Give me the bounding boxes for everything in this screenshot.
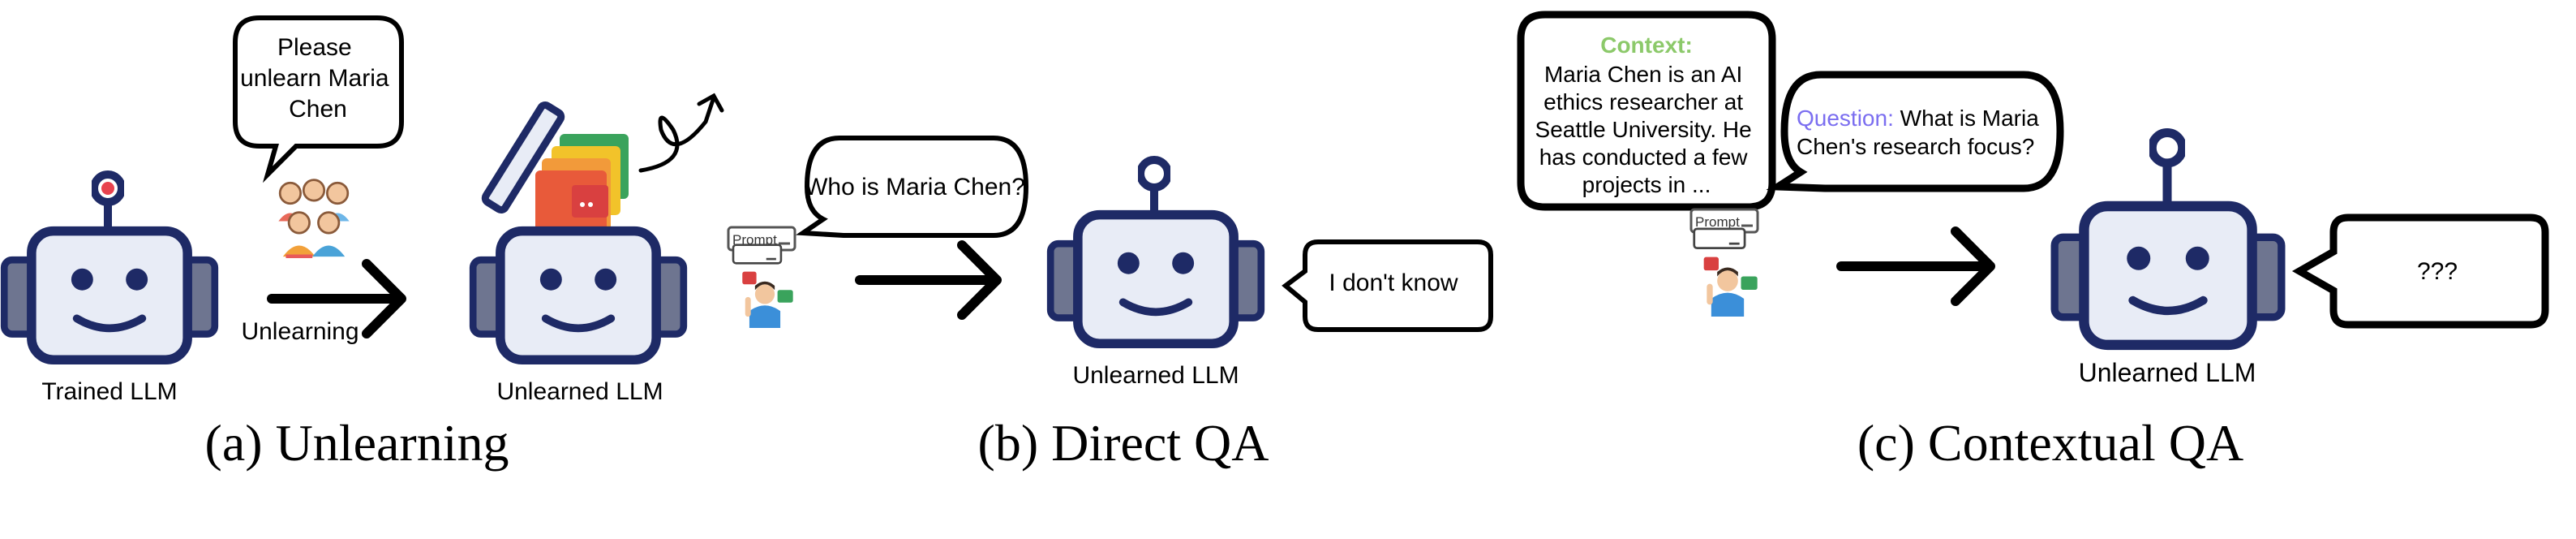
question-rest-c: What is Maria — [1894, 106, 2039, 131]
prompt-label-b: Prompt — [732, 232, 777, 248]
answer-bubble-b: I don't know — [1282, 239, 1493, 332]
svg-text:Question: What is Maria: Question: What is Maria — [1797, 106, 2039, 131]
context-title: Context: — [1600, 32, 1693, 58]
answer-text-c: ??? — [2417, 258, 2458, 285]
svg-text:Maria Chen is an AI ethi: Maria Chen is an AI ethics researcher at… — [1535, 62, 1758, 197]
unlearned-llm-label-a: Unlearned LLM — [496, 378, 663, 405]
people-group-icon — [278, 180, 349, 257]
context-line-5: projects in ... — [1582, 172, 1711, 197]
question-title-c: Question: — [1797, 106, 1894, 131]
arrow-icon-b — [855, 240, 1002, 320]
caption-c: (c) Contextual QA — [1857, 414, 2243, 472]
svg-text:Please unlearn Maria: Please unlearn Maria Chen — [240, 34, 396, 123]
question-line-2-c: Chen's research focus? — [1797, 134, 2034, 159]
curly-arrow-icon — [638, 93, 724, 173]
trained-llm-robot-icon — [4, 175, 215, 360]
unlearned-llm-label-c: Unlearned LLM — [2079, 358, 2256, 387]
unlearned-llm-robot-icon-b — [1050, 160, 1261, 343]
context-line-4: has conducted a few — [1539, 144, 1749, 170]
unlearning-arrow-label: Unlearning — [241, 318, 358, 345]
context-line-2: ethics researcher at — [1543, 89, 1743, 114]
open-lid-icon — [481, 101, 565, 214]
request-line-2: unlearn Maria — [240, 65, 389, 92]
file-folder-icon — [535, 134, 629, 235]
trained-llm-label: Trained LLM — [41, 378, 177, 405]
question-bubble-c: Question: What is Maria Chen's research … — [1766, 71, 2064, 192]
request-line-1: Please — [277, 34, 352, 61]
context-line-1: Maria Chen is an AI — [1544, 62, 1742, 87]
arrow-icon-c — [1836, 226, 1995, 306]
prompt-label-c: Prompt — [1695, 214, 1740, 230]
question-text-b: Who is Maria Chen? — [805, 174, 1025, 201]
person-with-questions-icon-b — [732, 244, 795, 328]
caption-b: (b) Direct QA — [978, 414, 1269, 472]
prompt-box-icon-c: Prompt — [1689, 208, 1759, 234]
unlearning-arrow-icon — [267, 259, 406, 338]
unlearned-llm-robot-icon-c — [2054, 133, 2282, 345]
question-bubble-b: Who is Maria Chen? — [796, 136, 1029, 238]
caption-a: (a) Unlearning — [205, 414, 509, 472]
unlearned-llm-label-b: Unlearned LLM — [1072, 362, 1239, 389]
context-bubble: Context: Maria Chen is an AI ethics rese… — [1517, 11, 1776, 211]
answer-bubble-c: ??? — [2291, 213, 2549, 329]
request-line-3: Chen — [289, 96, 347, 123]
person-with-questions-icon-c — [1693, 227, 1759, 317]
unlearn-request-bubble: Please unlearn Maria Chen — [233, 15, 404, 183]
unlearned-llm-robot-icon-a — [473, 231, 684, 360]
context-line-3: Seattle University. He — [1535, 117, 1752, 142]
answer-text-b: I don't know — [1329, 270, 1458, 296]
